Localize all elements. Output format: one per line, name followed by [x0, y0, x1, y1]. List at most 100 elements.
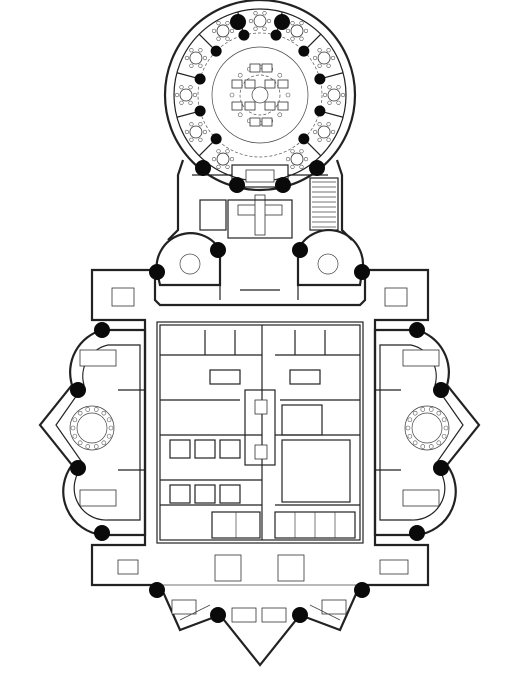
- column: [354, 582, 370, 598]
- column: [433, 382, 449, 398]
- chair: [285, 28, 291, 34]
- column: [298, 45, 310, 57]
- chair: [202, 55, 208, 61]
- chair: [326, 137, 331, 142]
- column: [354, 264, 370, 280]
- chair: [216, 36, 221, 41]
- chair: [428, 444, 434, 449]
- column: [314, 105, 326, 117]
- chair: [70, 425, 76, 431]
- chair: [299, 36, 304, 41]
- round-table: [290, 152, 304, 166]
- chair: [179, 100, 184, 105]
- chair: [330, 129, 336, 135]
- chair: [428, 407, 434, 412]
- chair: [253, 11, 258, 16]
- chair: [93, 407, 99, 412]
- chair: [85, 444, 91, 449]
- chair: [326, 122, 331, 127]
- chair: [312, 129, 318, 135]
- column: [409, 525, 425, 541]
- chair: [412, 410, 418, 416]
- column: [149, 264, 165, 280]
- chair: [93, 444, 99, 449]
- chair: [441, 433, 447, 439]
- column: [210, 242, 226, 258]
- round-table: [216, 24, 230, 38]
- column: [149, 582, 165, 598]
- chair: [340, 92, 346, 98]
- chair: [277, 112, 283, 118]
- chair: [108, 425, 114, 431]
- chair: [326, 63, 331, 68]
- column: [94, 322, 110, 338]
- rotunda-center-seating: [231, 63, 289, 127]
- chair: [72, 417, 78, 423]
- column: [210, 133, 222, 145]
- chair: [237, 72, 243, 78]
- chair: [436, 440, 442, 446]
- chair: [290, 164, 295, 169]
- chair: [262, 11, 267, 16]
- chair: [211, 156, 217, 162]
- column: [194, 105, 206, 117]
- round-table: [290, 24, 304, 38]
- neck-side-rooms: [155, 229, 364, 300]
- chair: [77, 440, 83, 446]
- column: [194, 73, 206, 85]
- structural-columns: [70, 14, 449, 623]
- round-table: [189, 125, 203, 139]
- chair: [262, 26, 267, 31]
- column: [314, 73, 326, 85]
- chair: [192, 92, 198, 98]
- chair: [189, 122, 194, 127]
- round-table: [327, 88, 341, 102]
- chair: [436, 410, 442, 416]
- chair: [189, 48, 194, 53]
- chair: [327, 100, 332, 105]
- chair: [303, 156, 309, 162]
- chair: [420, 407, 426, 412]
- chair: [303, 28, 309, 34]
- chair: [248, 18, 254, 24]
- column: [238, 29, 250, 41]
- chair: [317, 63, 322, 68]
- chair: [174, 92, 180, 98]
- chair: [407, 433, 413, 439]
- chair: [216, 149, 221, 154]
- chair: [198, 48, 203, 53]
- rotunda-columns: [194, 29, 326, 145]
- chair: [330, 55, 336, 61]
- chair: [407, 417, 413, 423]
- chair: [326, 48, 331, 53]
- chair: [443, 425, 449, 431]
- chair: [327, 85, 332, 90]
- chair: [290, 36, 295, 41]
- column: [70, 460, 86, 476]
- chair: [299, 21, 304, 26]
- rotunda-tables: [174, 11, 346, 169]
- chair: [198, 63, 203, 68]
- chair: [189, 63, 194, 68]
- chair: [198, 122, 203, 127]
- chair: [237, 112, 243, 118]
- chair: [188, 100, 193, 105]
- chair: [77, 410, 83, 416]
- wing-seating: [79, 287, 440, 575]
- wing-round-table-chairs: [70, 407, 449, 449]
- chair: [229, 92, 235, 98]
- column: [195, 160, 211, 176]
- chair: [198, 137, 203, 142]
- chair: [317, 122, 322, 127]
- chair: [229, 156, 235, 162]
- column: [210, 45, 222, 57]
- chair: [405, 425, 411, 431]
- chair: [179, 85, 184, 90]
- chair: [189, 137, 194, 142]
- column: [70, 382, 86, 398]
- chair: [229, 28, 235, 34]
- chair: [225, 36, 230, 41]
- chair: [225, 164, 230, 169]
- round-table: [216, 152, 230, 166]
- chair: [317, 137, 322, 142]
